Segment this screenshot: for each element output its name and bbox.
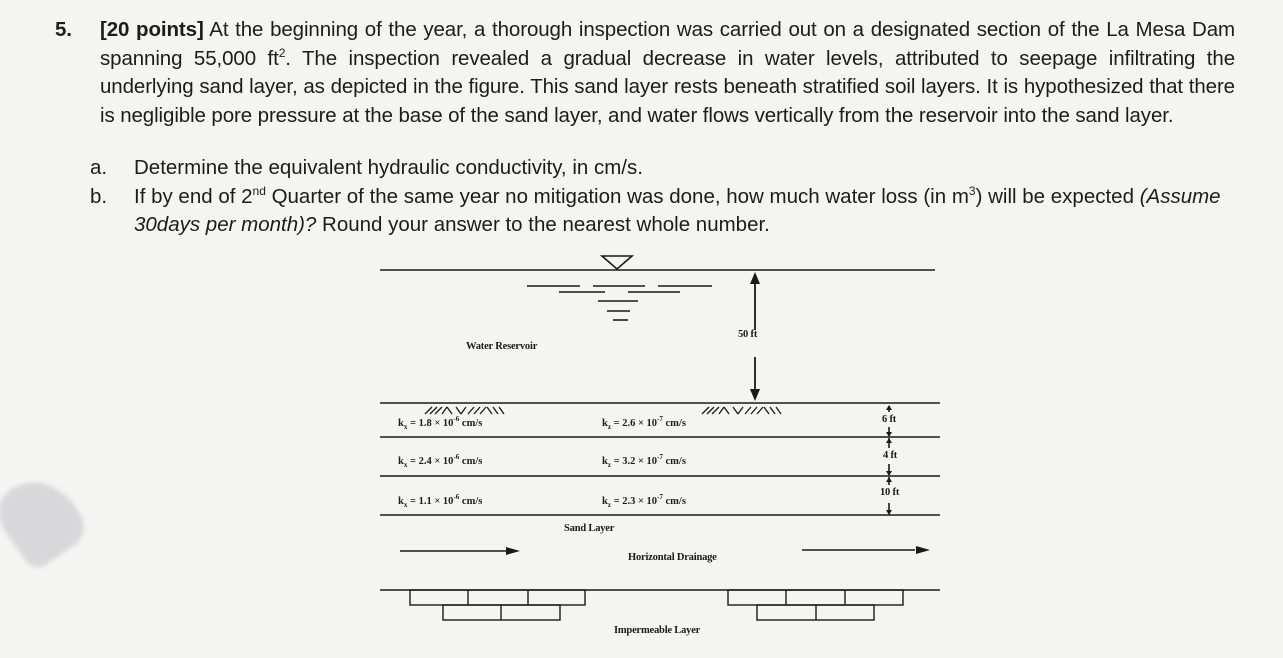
layer3-thickness: 10 ft [880, 487, 900, 498]
layer2-kz-label: kz = 3.2 × 10-7 cm/s [602, 453, 686, 470]
subpart-letter: a. [90, 156, 108, 179]
layer3-kz-label: kz = 2.3 × 10-7 cm/s [602, 493, 686, 510]
subpart-b: b. If by end of 2nd Quarter of the same … [90, 183, 1221, 237]
layer2-kx-label: kx = 2.4 × 10-6 cm/s [398, 453, 483, 470]
question-number: 5. [55, 18, 72, 41]
layer1-thickness: 6 ft [882, 414, 897, 425]
water-level-icon [599, 255, 635, 271]
sand-layer-label: Sand Layer [564, 523, 615, 534]
points-label: [20 points] [100, 18, 204, 41]
ground-hatch-left [424, 406, 505, 415]
water-depth-label: 50 ft [738, 329, 758, 340]
dimension-arrow-down-icon [750, 389, 760, 401]
water-reservoir-label: Water Reservoir [466, 341, 538, 352]
figure-drawing [380, 255, 940, 621]
layer3-kx-label: kx = 1.1 × 10-6 cm/s [398, 493, 483, 510]
layer1-kz-label: kz = 2.6 × 10-7 cm/s [602, 415, 686, 432]
question-text: [20 points] At the beginning of the year… [100, 18, 1235, 127]
question-5: 5. [20 points] At the beginning of the y… [55, 16, 1235, 130]
subpart-text: Determine the equivalent hydraulic condu… [134, 156, 643, 179]
subparts-list: a. Determine the equivalent hydraulic co… [90, 154, 1230, 240]
layer2-thickness: 4 ft [883, 450, 898, 461]
layer1-kx-label: kx = 1.8 × 10-6 cm/s [398, 415, 483, 432]
arrow-right-icon [506, 547, 520, 555]
paper-smudge [0, 464, 94, 574]
dam-seepage-figure: Water Reservoir 50 ft kx = 1.8 × 10-6 cm… [380, 240, 950, 653]
subpart-a: a. Determine the equivalent hydraulic co… [90, 154, 1230, 183]
arrow-right-icon [916, 546, 930, 554]
dimension-arrow-up-icon [750, 272, 760, 284]
ground-hatch-right [701, 406, 782, 415]
brick-pattern-right [727, 589, 904, 621]
subpart-letter: b. [90, 184, 108, 208]
impermeable-layer-label: Impermeable Layer [614, 625, 701, 636]
horizontal-drainage-label: Horizontal Drainage [628, 552, 717, 563]
brick-pattern-left [409, 589, 586, 621]
